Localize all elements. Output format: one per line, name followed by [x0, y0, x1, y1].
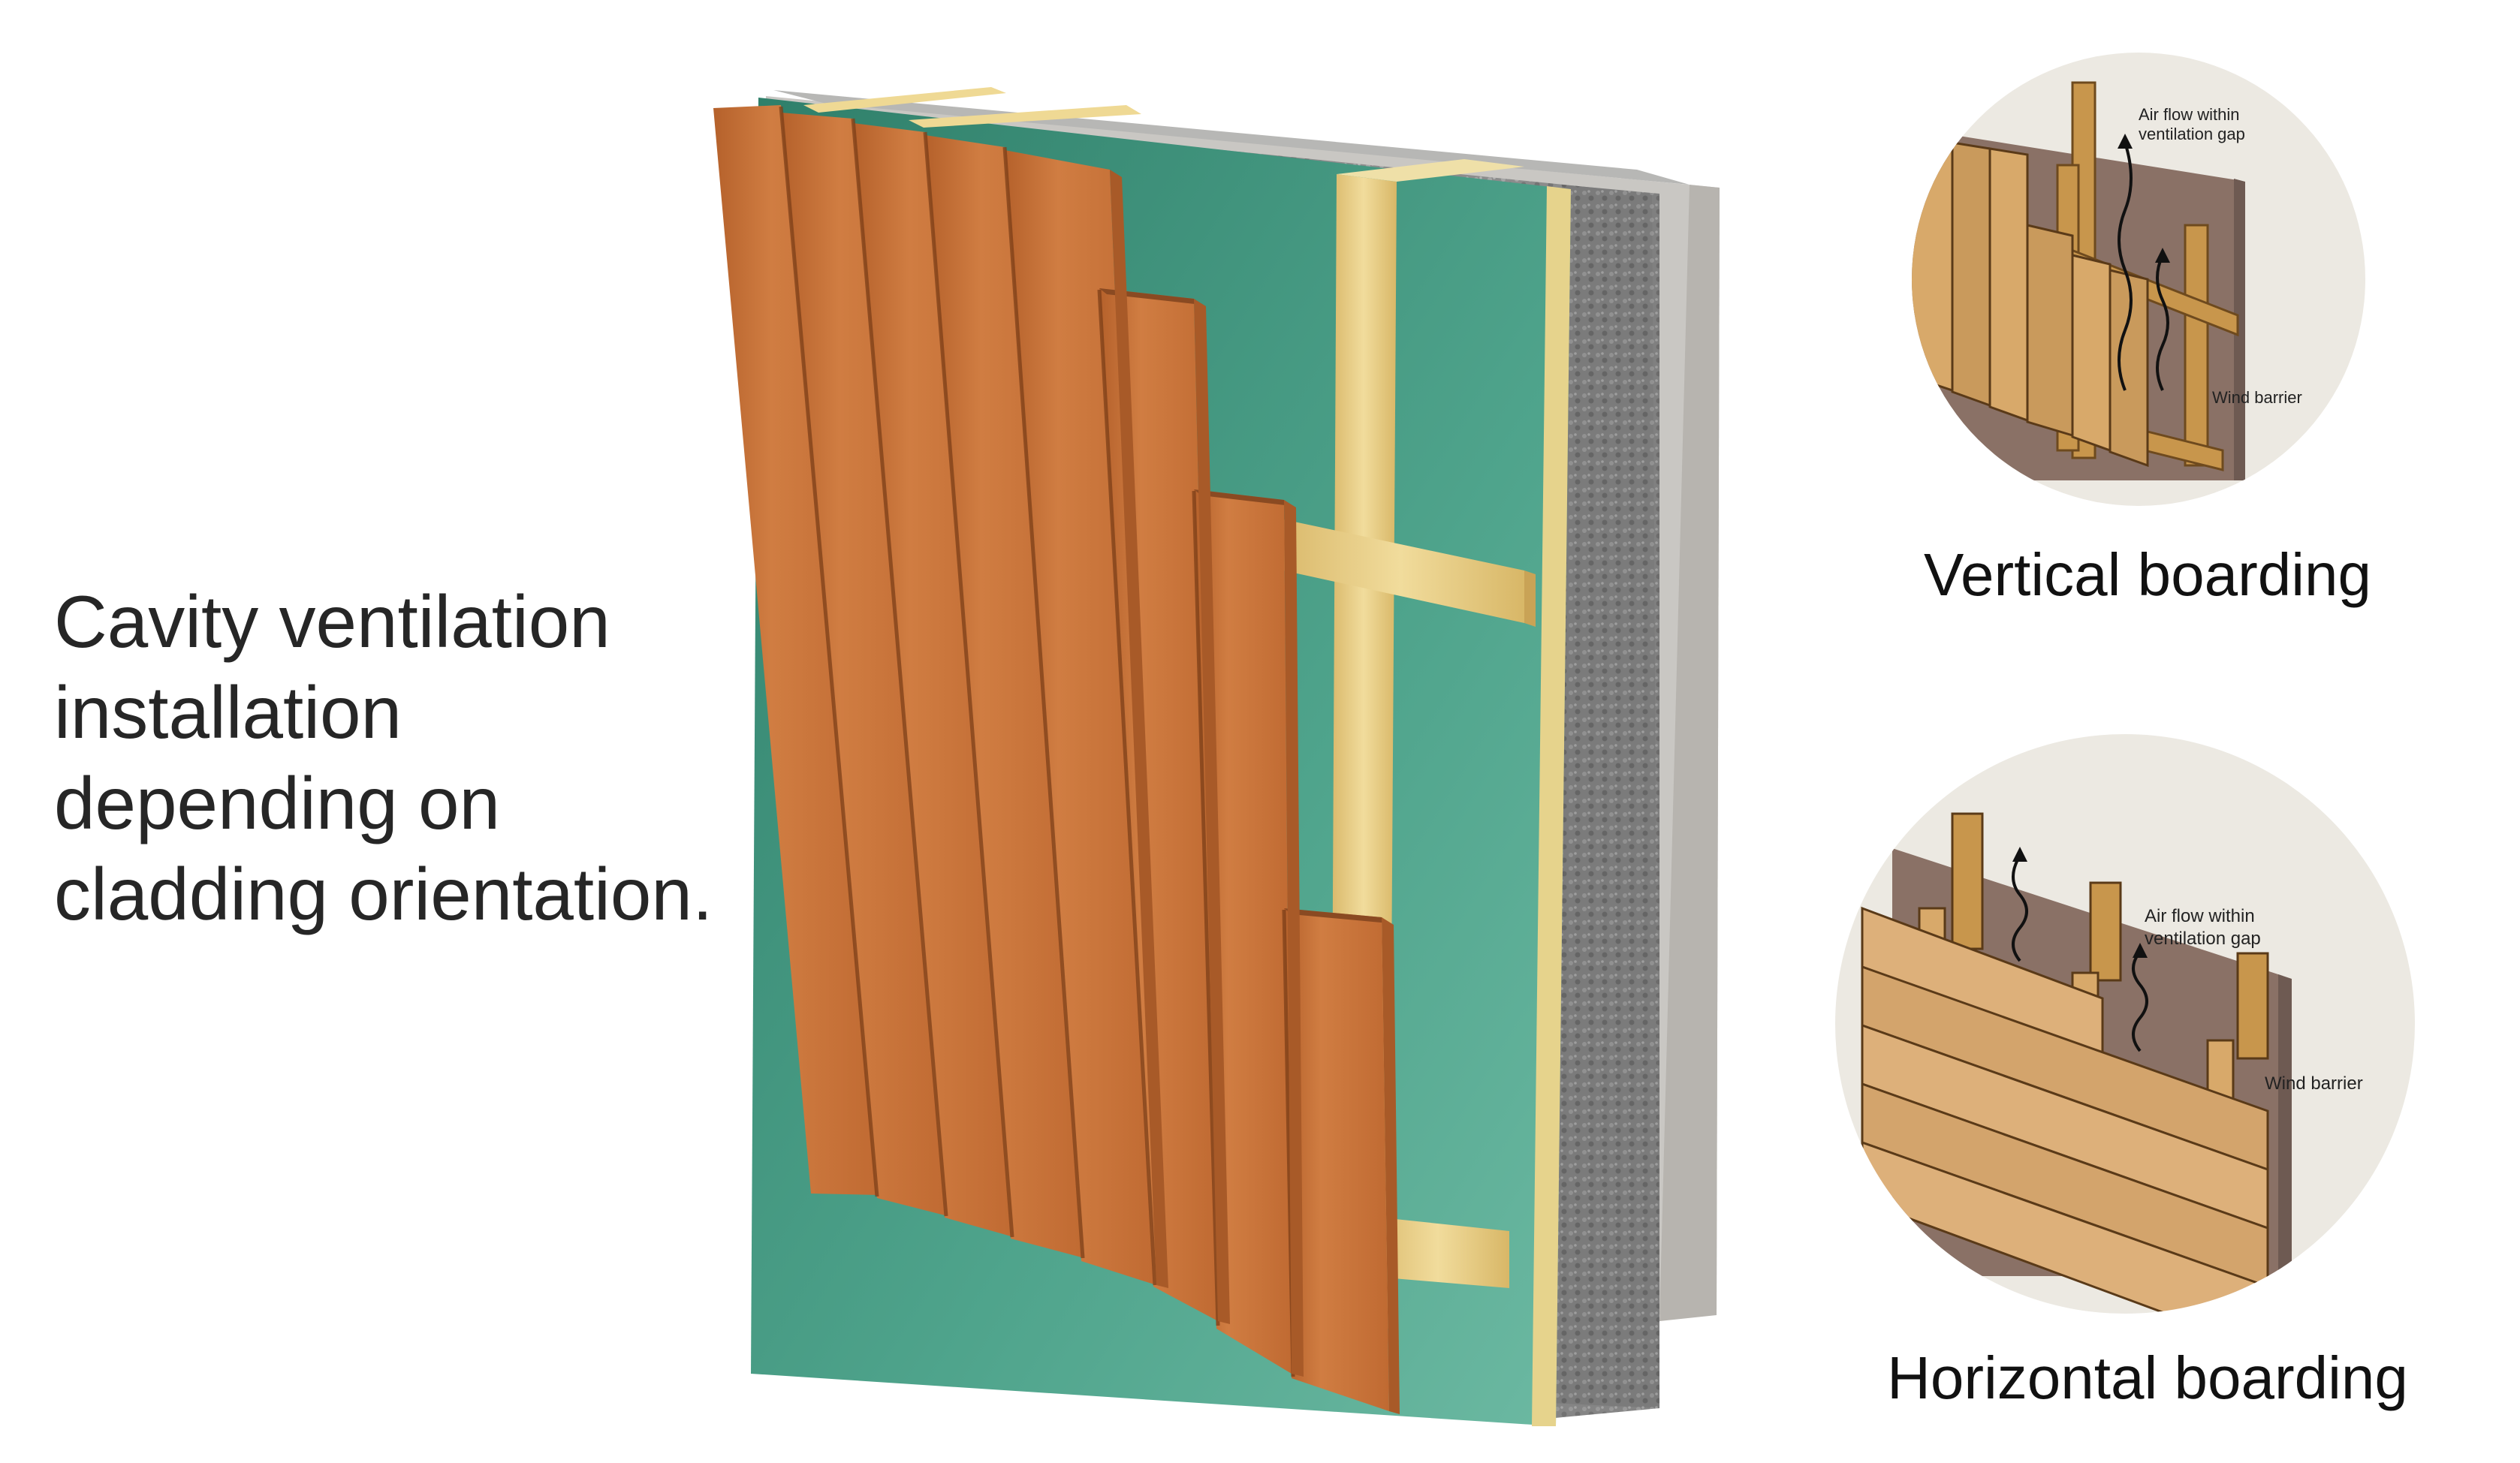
headline: Cavity ventilation installation dependin…: [54, 576, 730, 940]
headline-line-3: depending on: [54, 758, 730, 849]
airflow-label-vertical-2: ventilation gap: [2139, 125, 2245, 143]
headline-line-4: cladding orientation.: [54, 849, 730, 940]
headline-line-2: installation: [54, 667, 730, 758]
wall-section-3d: [713, 87, 1720, 1426]
horizontal-boarding-caption: Horizontal boarding: [1787, 1344, 2508, 1413]
horizontal-boarding-detail: Air flow within ventilation gap Wind bar…: [1835, 734, 2415, 1351]
vertical-boarding-detail: Air flow within ventilation gap Wind bar…: [1907, 53, 2365, 506]
wind-barrier-label-horizontal: Wind barrier: [2265, 1073, 2363, 1094]
airflow-label-horizontal-2: ventilation gap: [2145, 929, 2261, 949]
airflow-label-horizontal-1: Air flow within: [2145, 906, 2255, 926]
cross-batten-middle-end: [1524, 570, 1536, 627]
headline-line-1: Cavity ventilation: [54, 576, 730, 667]
vertical-boarding-caption: Vertical boarding: [1825, 540, 2470, 610]
airflow-label-vertical-1: Air flow within: [2139, 105, 2239, 124]
wind-barrier-label-vertical: Wind barrier: [2212, 388, 2302, 407]
